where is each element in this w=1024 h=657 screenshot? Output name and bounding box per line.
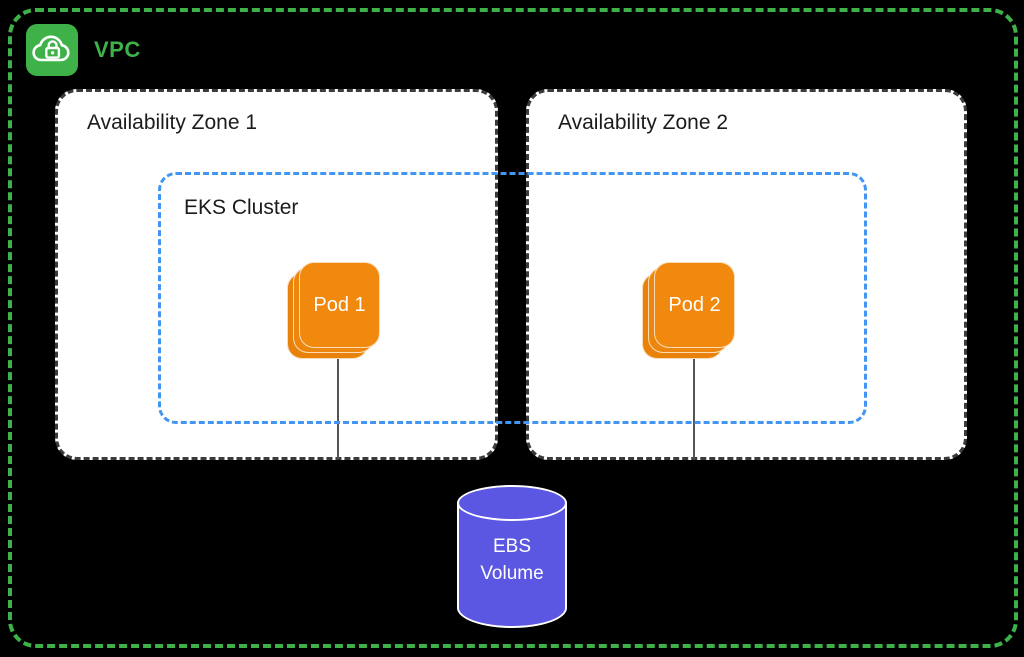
pod-2-stack-layer-front: Pod 2 — [654, 262, 735, 348]
vpc-badge: VPC — [26, 24, 141, 76]
pod-2-label: Pod 2 — [668, 293, 721, 316]
eks-cluster-label: EKS Cluster — [184, 196, 299, 219]
availability-zone-2-box: Availability Zone 2 — [526, 89, 967, 460]
pod-1-stack-layer-front: Pod 1 — [299, 262, 380, 348]
ebs-volume-label-line1: EBS — [492, 536, 532, 557]
availability-zone-1-label: Availability Zone 1 — [87, 111, 258, 134]
vpc-boundary — [8, 8, 1018, 648]
vpc-cloud-lock-icon — [26, 24, 78, 76]
pod-1-label: Pod 1 — [313, 293, 366, 316]
ebs-volume-label: EBS Volume — [457, 533, 567, 587]
vpc-label: VPC — [94, 37, 141, 62]
pod-1: Pod 1 — [287, 262, 380, 359]
pod-2: Pod 2 — [642, 262, 735, 359]
ebs-volume-cylinder: EBS Volume — [457, 485, 567, 628]
connection-line-pod1 — [337, 356, 339, 459]
ebs-cylinder-body — [457, 502, 567, 628]
availability-zone-2-label: Availability Zone 2 — [558, 111, 729, 134]
eks-cluster-box: EKS Cluster — [158, 172, 867, 424]
ebs-volume-label-line2: Volume — [480, 563, 544, 584]
availability-zone-1-box: Availability Zone 1 — [55, 89, 498, 460]
ebs-cylinder-top — [457, 485, 567, 521]
connection-line-pod2 — [693, 356, 695, 459]
